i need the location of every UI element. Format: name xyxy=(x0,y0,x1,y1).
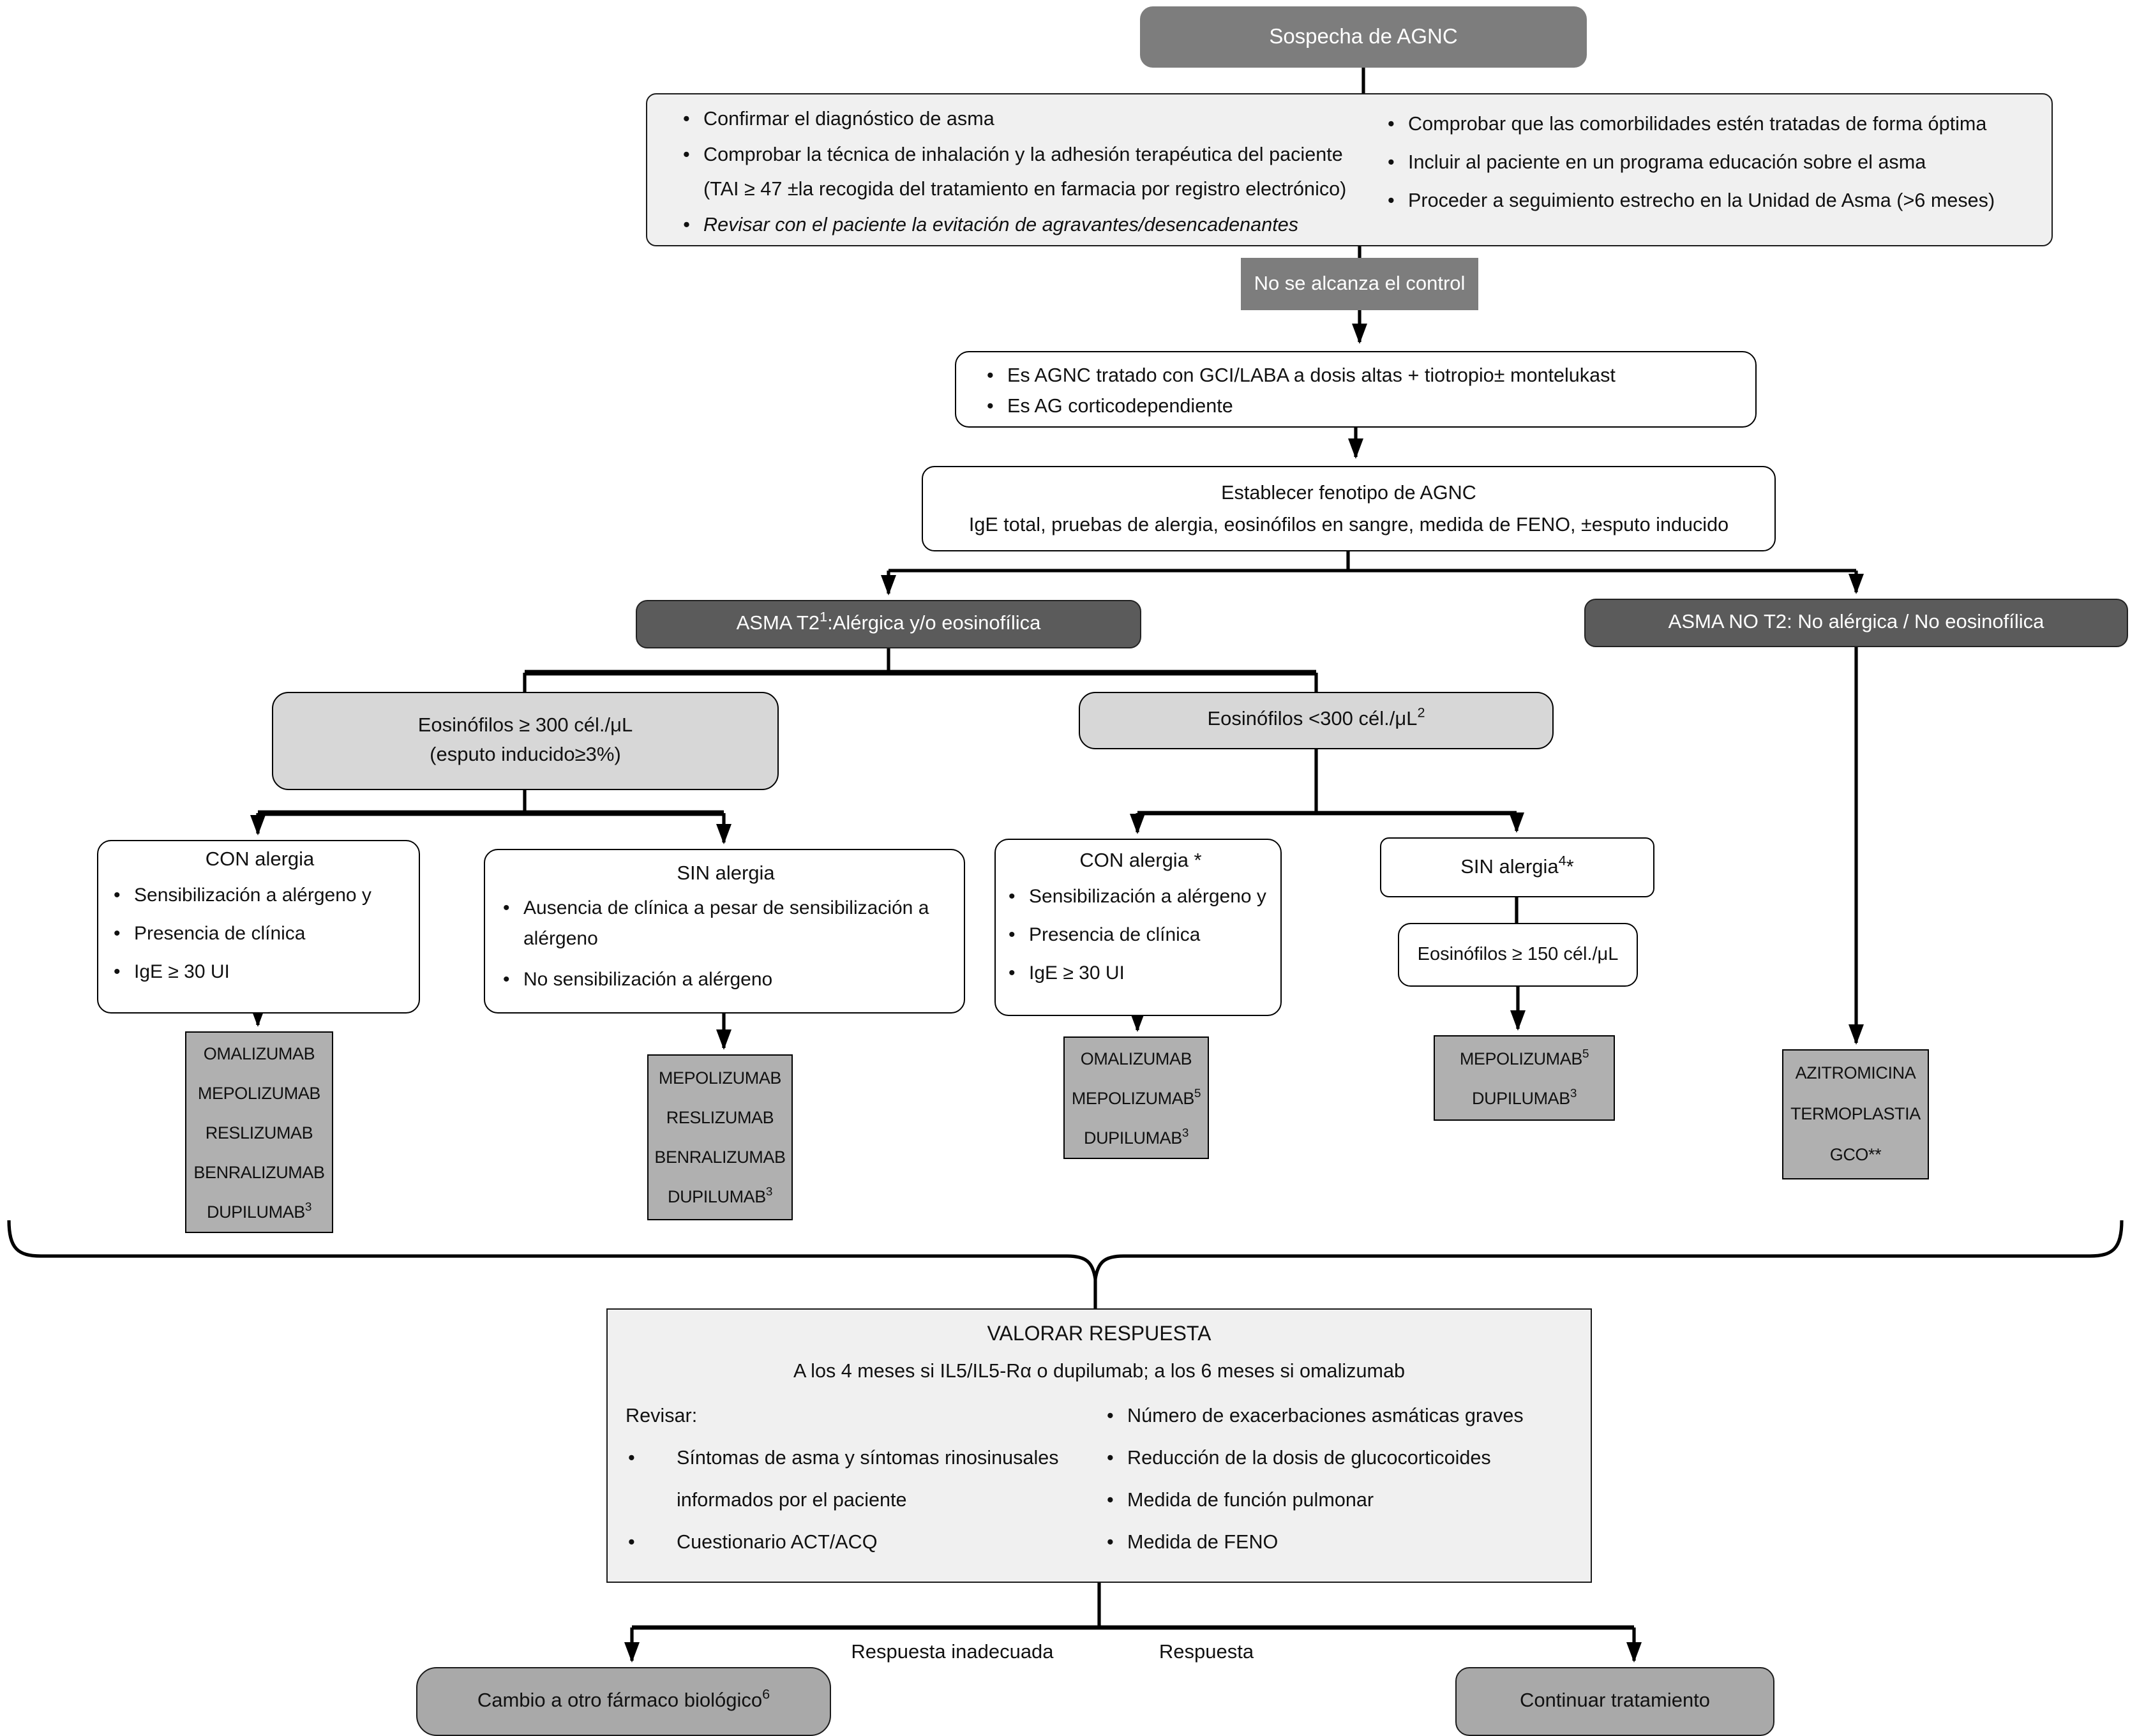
node-valorar-respuesta: VALORAR RESPUESTA A los 4 meses si IL5/I… xyxy=(606,1308,1592,1583)
node-label: ASMA T21:Alérgica y/o eosinofílica xyxy=(736,610,1041,634)
valorar-subtitle: A los 4 meses si IL5/IL5-Rα o dupilumab;… xyxy=(793,1361,1405,1382)
drug-line: MEPOLIZUMAB5 xyxy=(1459,1047,1589,1068)
node-checklist-panel: Confirmar el diagnóstico de asma Comprob… xyxy=(646,93,2053,246)
node-label: Eosinófilos <300 cél./μL2 xyxy=(1207,706,1425,731)
list-item: No sensibilización a alérgeno xyxy=(500,965,951,996)
valorar-item: Síntomas de asma y síntomas rinosinusale… xyxy=(626,1437,1104,1479)
node-drugs-eos-baja-sin-alergia: MEPOLIZUMAB5 DUPILUMAB3 xyxy=(1434,1035,1615,1121)
node-no-se-alcanza-control: No se alcanza el control xyxy=(1241,258,1478,310)
node-drugs-eos-baja-con-alergia: OMALIZUMAB MEPOLIZUMAB5 DUPILUMAB3 xyxy=(1063,1036,1209,1159)
drug-line: RESLIZUMAB xyxy=(666,1108,774,1127)
valorar-title: VALORAR RESPUESTA xyxy=(987,1324,1211,1345)
list-item: Ausencia de clínica a pesar de sensibili… xyxy=(500,894,951,955)
valorar-item: Reducción de la dosis de glucocorticoide… xyxy=(1104,1437,1591,1479)
valorar-grid: Revisar: Número de exacerbaciones asmáti… xyxy=(608,1395,1591,1564)
box-items: Ausencia de clínica a pesar de sensibili… xyxy=(500,894,951,996)
node-criterios-agnc: Es AGNC tratado con GCI/LABA a dosis alt… xyxy=(955,351,1757,428)
node-tratamiento-no-t2: AZITROMICINA TERMOPLASTIA GCO** xyxy=(1782,1049,1929,1179)
checklist-item: Incluir al paciente en un programa educa… xyxy=(1385,144,2036,183)
node-con-alergia-asterisco: CON alergia * Sensibilización a alérgeno… xyxy=(994,839,1282,1016)
node-drugs-eos-alta-con-alergia: OMALIZUMAB MEPOLIZUMAB RESLIZUMAB BENRAL… xyxy=(185,1031,333,1233)
fenotipo-subtitle: IgE total, pruebas de alergia, eosinófil… xyxy=(968,514,1729,536)
drug-line: MEPOLIZUMAB xyxy=(658,1068,782,1088)
node-asma-t2: ASMA T21:Alérgica y/o eosinofílica xyxy=(636,600,1141,648)
drug-line: GCO** xyxy=(1829,1145,1882,1164)
list-item: Presencia de clínica xyxy=(111,915,409,954)
node-continuar-tratamiento: Continuar tratamiento xyxy=(1455,1667,1774,1736)
node-sospecha-agnc: Sospecha de AGNC xyxy=(1140,6,1587,68)
drug-line: BENRALIZUMAB xyxy=(654,1148,786,1167)
node-eosinofilos-lt300: Eosinófilos <300 cél./μL2 xyxy=(1079,692,1554,749)
node-label: Eosinófilos ≥ 150 cél./μL xyxy=(1417,945,1619,965)
node-label: No se alcanza el control xyxy=(1254,273,1466,294)
drug-line: MEPOLIZUMAB5 xyxy=(1071,1086,1201,1107)
box-items: Sensibilización a alérgeno y Presencia d… xyxy=(1006,878,1275,993)
checklist-item-subline: (TAI ≥ 47 ±la recogida del tratamiento e… xyxy=(703,179,1347,200)
criterio-item: Es AGNC tratado con GCI/LABA a dosis alt… xyxy=(984,361,1755,392)
checklist-item: Comprobar la técnica de inhalación y la … xyxy=(680,137,1376,172)
node-cambio-farmaco-biologico: Cambio a otro fármaco biológico6 xyxy=(416,1667,831,1736)
checklist-item: Confirmar el diagnóstico de asma xyxy=(680,102,1376,137)
valorar-item: Número de exacerbaciones asmáticas grave… xyxy=(1104,1395,1591,1437)
list-item: IgE ≥ 30 UI xyxy=(1006,955,1275,993)
list-item: IgE ≥ 30 UI xyxy=(111,954,409,992)
box-title: CON alergia xyxy=(205,849,315,871)
node-label: Cambio a otro fármaco biológico6 xyxy=(477,1687,770,1712)
drug-line: OMALIZUMAB xyxy=(1080,1049,1192,1068)
list-item: Sensibilización a alérgeno y xyxy=(1006,878,1275,917)
drug-line: DUPILUMAB3 xyxy=(1471,1086,1577,1107)
node-eosinofilos-300: Eosinófilos ≥ 300 cél./μL (esputo induci… xyxy=(272,692,779,790)
box-title: CON alergia * xyxy=(1079,850,1202,872)
node-con-alergia: CON alergia Sensibilización a alérgeno y… xyxy=(97,840,420,1014)
eos-300-line1: Eosinófilos ≥ 300 cél./μL xyxy=(417,715,633,737)
list-item: Presencia de clínica xyxy=(1006,917,1275,955)
drug-line: DUPILUMAB3 xyxy=(667,1185,773,1206)
drug-line: AZITROMICINA xyxy=(1795,1063,1916,1082)
checklist-item: Revisar con el paciente la evitación de … xyxy=(680,207,1376,243)
drug-line: RESLIZUMAB xyxy=(205,1123,313,1142)
checklist-right-column: Comprobar que las comorbilidades estén t… xyxy=(1385,106,2036,221)
node-asma-no-t2: ASMA NO T2: No alérgica / No eosinofílic… xyxy=(1584,599,2128,647)
drug-line: DUPILUMAB3 xyxy=(1083,1126,1189,1147)
valorar-item: Cuestionario ACT/ACQ xyxy=(626,1522,1104,1564)
node-drugs-eos-alta-sin-alergia: MEPOLIZUMAB RESLIZUMAB BENRALIZUMAB DUPI… xyxy=(647,1054,793,1220)
drug-line: OMALIZUMAB xyxy=(203,1044,315,1063)
node-label: SIN alergia4* xyxy=(1460,853,1574,878)
valorar-item: Medida de función pulmonar xyxy=(1104,1479,1591,1522)
drug-line: BENRALIZUMAB xyxy=(193,1162,325,1181)
drug-line: TERMOPLASTIA xyxy=(1790,1104,1921,1123)
eos-300-line2: (esputo inducido≥3%) xyxy=(430,744,621,765)
criterio-item: Es AG corticodependiente xyxy=(984,392,1755,423)
node-establecer-fenotipo: Establecer fenotipo de AGNC IgE total, p… xyxy=(922,466,1776,551)
node-sin-alergia-4: SIN alergia4* xyxy=(1380,837,1654,897)
valorar-revisar-label: Revisar: xyxy=(626,1405,698,1427)
checklist-left-column: Confirmar el diagnóstico de asma Comprob… xyxy=(680,102,1376,243)
fenotipo-title: Establecer fenotipo de AGNC xyxy=(1221,483,1476,504)
checklist-item: Comprobar que las comorbilidades estén t… xyxy=(1385,106,2036,144)
node-label: Continuar tratamiento xyxy=(1519,1690,1711,1712)
box-title: SIN alergia xyxy=(677,863,775,885)
box-items: Sensibilización a alérgeno y Presencia d… xyxy=(111,877,409,992)
checklist-item: Proceder a seguimiento estrecho en la Un… xyxy=(1385,183,2036,221)
node-eosinofilos-150: Eosinófilos ≥ 150 cél./μL xyxy=(1398,923,1638,987)
label-respuesta-inadecuada: Respuesta inadecuada xyxy=(851,1642,1054,1663)
node-label: Sospecha de AGNC xyxy=(1269,25,1458,48)
valorar-item: Medida de FENO xyxy=(1104,1522,1591,1564)
list-item: Sensibilización a alérgeno y xyxy=(111,877,409,915)
node-label: ASMA NO T2: No alérgica / No eosinofílic… xyxy=(1668,611,2044,633)
valorar-item-continuation: informados por el paciente xyxy=(677,1490,907,1511)
label-respuesta: Respuesta xyxy=(1159,1642,1254,1663)
drug-line: MEPOLIZUMAB xyxy=(197,1083,321,1102)
node-sin-alergia: SIN alergia Ausencia de clínica a pesar … xyxy=(484,849,965,1014)
drug-line: DUPILUMAB3 xyxy=(206,1200,312,1221)
